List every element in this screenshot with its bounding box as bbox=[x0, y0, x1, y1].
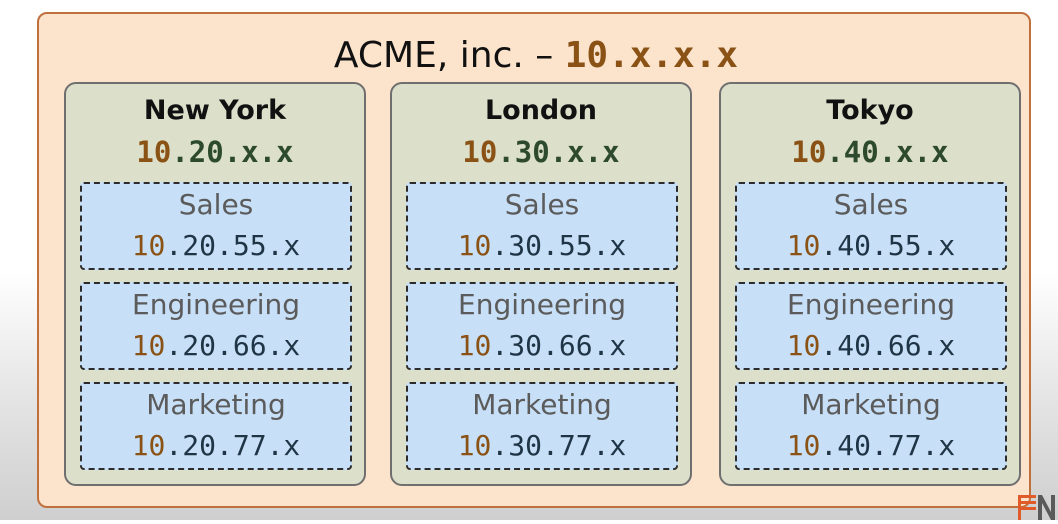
organization-network: 10.x.x.x bbox=[564, 35, 739, 76]
network-prefix: 10 bbox=[457, 429, 492, 462]
department-name: Marketing bbox=[801, 388, 941, 421]
site-name: Tokyo bbox=[826, 95, 914, 126]
department-marketing: Marketing 10.20.77.x bbox=[80, 382, 352, 470]
network-suffix: .30.55.x bbox=[491, 229, 627, 262]
department-engineering: Engineering 10.20.66.x bbox=[80, 282, 352, 370]
organization-box: ACME, inc. – 10.x.x.x New York 10.20.x.x… bbox=[37, 12, 1031, 508]
department-name: Sales bbox=[504, 188, 580, 221]
network-prefix: 10 bbox=[131, 229, 166, 262]
department-name: Sales bbox=[833, 188, 909, 221]
department-name: Sales bbox=[178, 188, 254, 221]
site-tokyo: Tokyo 10.40.x.x Sales 10.40.55.x Enginee… bbox=[719, 82, 1021, 486]
department-network: 10.40.55.x bbox=[737, 228, 1005, 264]
department-engineering: Engineering 10.30.66.x bbox=[406, 282, 678, 370]
department-network: 10.20.66.x bbox=[82, 328, 350, 364]
site-network: 10.30.x.x bbox=[392, 134, 690, 170]
site-new-york: New York 10.20.x.x Sales 10.20.55.x Engi… bbox=[64, 82, 366, 486]
network-prefix: 10 bbox=[457, 229, 492, 262]
organization-name: ACME, inc. – bbox=[333, 35, 565, 76]
department-network: 10.40.66.x bbox=[737, 328, 1005, 364]
department-sales: Sales 10.20.55.x bbox=[80, 182, 352, 270]
department-network: 10.20.55.x bbox=[82, 228, 350, 264]
department-name: Engineering bbox=[458, 288, 626, 321]
network-suffix: .40.77.x bbox=[820, 429, 956, 462]
network-suffix: .40.55.x bbox=[820, 229, 956, 262]
department-name: Marketing bbox=[146, 388, 286, 421]
site-london: London 10.30.x.x Sales 10.30.55.x Engine… bbox=[390, 82, 692, 486]
department-name: Engineering bbox=[132, 288, 300, 321]
department-network: 10.20.77.x bbox=[82, 428, 350, 464]
network-prefix: 10 bbox=[462, 135, 498, 169]
network-prefix: 10 bbox=[131, 429, 166, 462]
site-name: London bbox=[484, 95, 598, 126]
network-suffix: .20.x.x bbox=[171, 135, 294, 169]
network-suffix: .30.66.x bbox=[491, 329, 627, 362]
network-suffix: .20.66.x bbox=[165, 329, 301, 362]
network-suffix: .40.66.x bbox=[820, 329, 956, 362]
network-suffix: .30.77.x bbox=[491, 429, 627, 462]
network-prefix: 10 bbox=[136, 135, 172, 169]
network-prefix: 10 bbox=[786, 329, 821, 362]
department-sales: Sales 10.40.55.x bbox=[735, 182, 1007, 270]
department-marketing: Marketing 10.30.77.x bbox=[406, 382, 678, 470]
site-network: 10.40.x.x bbox=[721, 134, 1019, 170]
site-name: New York bbox=[143, 95, 287, 126]
network-suffix: .20.77.x bbox=[165, 429, 301, 462]
department-engineering: Engineering 10.40.66.x bbox=[735, 282, 1007, 370]
network-prefix: 10 bbox=[457, 329, 492, 362]
network-prefix: 10 bbox=[786, 229, 821, 262]
network-prefix: 10 bbox=[786, 429, 821, 462]
organization-title: ACME, inc. – 10.x.x.x bbox=[39, 34, 1033, 78]
department-network: 10.30.55.x bbox=[408, 228, 676, 264]
network-prefix: 10 bbox=[791, 135, 827, 169]
department-sales: Sales 10.30.55.x bbox=[406, 182, 678, 270]
network-suffix: .30.x.x bbox=[497, 135, 620, 169]
brand-logo-icon bbox=[1016, 490, 1056, 520]
department-name: Marketing bbox=[472, 388, 612, 421]
department-name: Engineering bbox=[787, 288, 955, 321]
network-prefix: 10 bbox=[131, 329, 166, 362]
site-network: 10.20.x.x bbox=[66, 134, 364, 170]
network-suffix: .40.x.x bbox=[826, 135, 949, 169]
network-suffix: .20.55.x bbox=[165, 229, 301, 262]
department-network: 10.30.77.x bbox=[408, 428, 676, 464]
department-marketing: Marketing 10.40.77.x bbox=[735, 382, 1007, 470]
department-network: 10.30.66.x bbox=[408, 328, 676, 364]
department-network: 10.40.77.x bbox=[737, 428, 1005, 464]
